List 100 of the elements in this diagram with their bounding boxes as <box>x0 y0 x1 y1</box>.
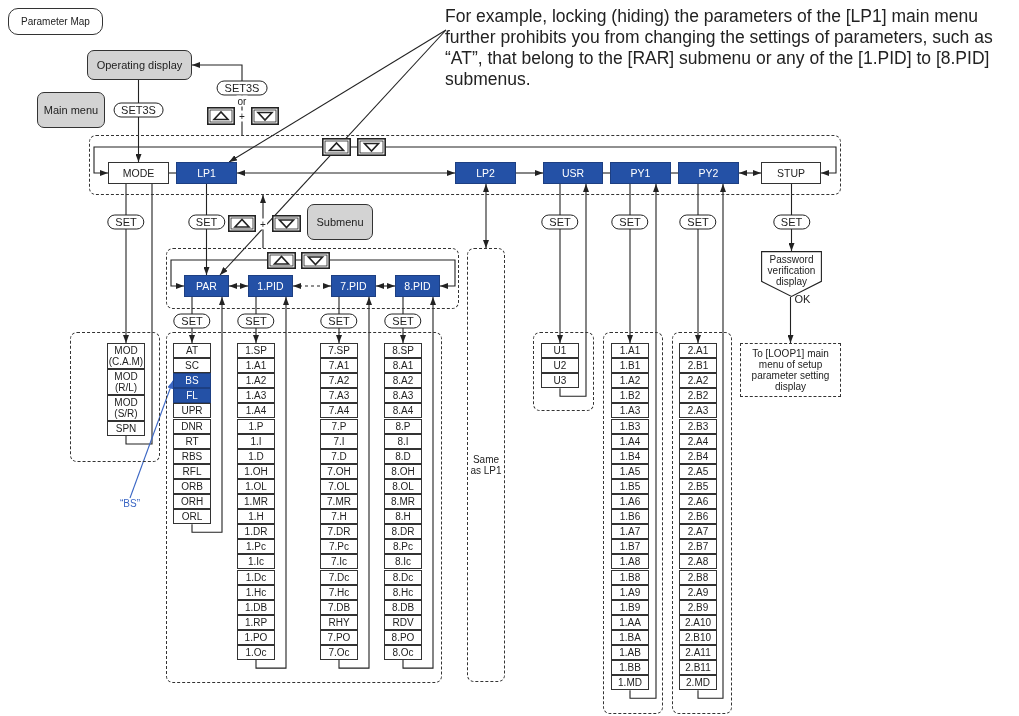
menu-box: MODE <box>108 162 169 184</box>
edge-label: OK <box>794 294 811 305</box>
menu-box: LP1 <box>176 162 237 184</box>
leader-line <box>219 29 447 276</box>
menu-box: USR <box>543 162 603 184</box>
parameter-box: 1.SP <box>237 343 275 359</box>
key-label: SET <box>107 214 145 230</box>
parameter-box: 7.Dc <box>320 569 358 585</box>
parameter-box: 7.Pc <box>320 539 358 555</box>
parameter-box: 2.A1 <box>679 343 717 359</box>
parameter-box: 1.Pc <box>237 539 275 555</box>
arrow <box>695 183 701 344</box>
arrow <box>738 170 762 176</box>
menu-box: PY2 <box>678 162 739 184</box>
parameter-box: SC <box>173 358 211 374</box>
section-label-box: Main menu <box>37 92 105 128</box>
arrow <box>236 170 456 176</box>
leader-line <box>228 29 447 163</box>
parameter-box: 7.A3 <box>320 388 358 404</box>
or-text: or <box>236 95 248 107</box>
parameter-box: 1.A6 <box>611 494 649 510</box>
submenu-box: PAR <box>184 275 229 297</box>
parameter-box: 2.B11 <box>679 660 717 676</box>
parameter-box: MOD (R/L) <box>107 369 145 395</box>
parameter-box: 1.A2 <box>611 373 649 389</box>
connector-line <box>168 172 177 174</box>
section-label-box: Submenu <box>307 204 373 240</box>
callout-text: For example, locking (hiding) the parameters of the [LP1] main menu further prohibits you from changing the settings of parameters, such as “AT”, that belong to the [RAR] submenu or any of the [1.PID] to [8.PID] submenus. <box>445 6 1013 94</box>
key-label: SET <box>237 313 275 329</box>
parameter-box: 8.A3 <box>384 388 422 404</box>
key-label: SET <box>679 214 717 230</box>
parameter-box: BS <box>173 373 211 389</box>
parameter-box: ORL <box>173 509 211 525</box>
parameter-box: 1.A7 <box>611 524 649 540</box>
arrow <box>483 183 489 249</box>
arrow <box>255 296 289 669</box>
arrow <box>629 183 659 699</box>
parameter-box: U3 <box>541 373 579 389</box>
parameter-box: 1.B3 <box>611 418 649 434</box>
parameter-box: 8.DR <box>384 524 422 540</box>
dashed-group-frame <box>166 332 442 683</box>
parameter-box: MOD (C.A.M) <box>107 343 145 369</box>
parameter-box: 1.B6 <box>611 509 649 525</box>
dashed-group-frame <box>672 332 732 714</box>
parameter-box: 8.Pc <box>384 539 422 555</box>
parameter-box: 1.A1 <box>611 343 649 359</box>
arrow <box>375 283 396 289</box>
parameter-box: 7.DR <box>320 524 358 540</box>
parameter-box: 1.B1 <box>611 358 649 374</box>
plus-sign: + <box>238 110 246 122</box>
parameter-box: 2.A7 <box>679 524 717 540</box>
submenu-box: 1.PID <box>248 275 293 297</box>
operating-display-box: Operating display <box>87 50 192 80</box>
parameter-box: 1.B7 <box>611 539 649 555</box>
parameter-box: 8.Dc <box>384 569 422 585</box>
connector-line <box>602 172 611 174</box>
parameter-box: 8.MR <box>384 494 422 510</box>
parameter-box: 1.BB <box>611 660 649 676</box>
parameter-box: UPR <box>173 403 211 419</box>
parameter-box: 1.Oc <box>237 645 275 661</box>
key-label: SET <box>772 214 811 230</box>
parameter-box: 8.H <box>384 509 422 525</box>
key-label: SET <box>320 313 358 329</box>
parameter-box: 8.A4 <box>384 403 422 419</box>
parameter-box: 1.DR <box>237 524 275 540</box>
dashed-group-frame <box>70 332 160 462</box>
key-label: SET <box>384 313 422 329</box>
parameter-box: 8.A2 <box>384 373 422 389</box>
parameter-box: 7.Oc <box>320 645 358 661</box>
parameter-box: 1.A3 <box>237 388 275 404</box>
parameter-box: 8.SP <box>384 343 422 359</box>
plus-sign: + <box>259 218 267 230</box>
callout-text: “BS” <box>114 498 146 512</box>
parameter-box: 7.H <box>320 509 358 525</box>
key-label: SET <box>541 214 579 230</box>
parameter-box: 1.A1 <box>237 358 275 374</box>
key-label: SET <box>187 214 226 230</box>
arrow <box>292 283 332 289</box>
destination-box: To [LOOP1] main menu of setup parameter setting display <box>740 343 841 397</box>
title-box: Parameter Map <box>8 8 103 35</box>
menu-box: LP2 <box>455 162 516 184</box>
key-label: SET <box>173 313 211 329</box>
parameter-box: 1.MD <box>611 675 649 691</box>
parameter-box: 2.A11 <box>679 645 717 661</box>
parameter-box: 1.Dc <box>237 569 275 585</box>
parameter-box: 2.A3 <box>679 403 717 419</box>
parameter-box: 7.A4 <box>320 403 358 419</box>
key-label: SET <box>611 214 649 230</box>
parameter-box: U2 <box>541 358 579 374</box>
parameter-box: 2.A6 <box>679 494 717 510</box>
arrow <box>515 170 544 176</box>
parameter-box: 1.Ic <box>237 554 275 570</box>
parameter-box: 2.A2 <box>679 373 717 389</box>
key-label: SET3S <box>216 80 268 96</box>
parameter-box: 2.B7 <box>679 539 717 555</box>
parameter-box: 2.B2 <box>679 388 717 404</box>
dashed-group-frame <box>533 332 594 411</box>
arrow <box>338 296 372 669</box>
parameter-box: 1.A8 <box>611 554 649 570</box>
submenu-box: 8.PID <box>395 275 440 297</box>
